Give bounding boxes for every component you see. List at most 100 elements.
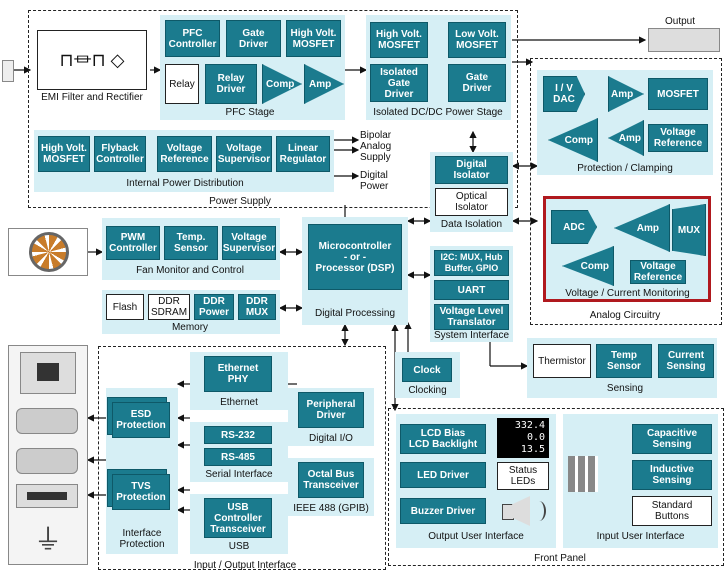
front-panel-caption: Front Panel <box>534 553 586 564</box>
usb-icon[interactable]: ⏚ <box>34 524 63 555</box>
ipd-flyback: Flyback Controller <box>94 136 146 172</box>
mcu: Microcontroller - or - Processor (DSP) <box>308 224 402 290</box>
power-supply-group <box>28 10 518 208</box>
system-interface-caption: System Interface <box>433 330 510 341</box>
iso-hv-mosfet: High Volt. MOSFET <box>370 22 428 58</box>
db9-port-2-icon[interactable] <box>16 448 78 474</box>
lcd-line-2: 0.0 <box>526 432 545 443</box>
emi-schematic-icon: ⊓⏛⊓ ◇ <box>59 49 125 70</box>
db9-port-icon[interactable] <box>16 408 78 434</box>
mem-ddr-sdram: DDR SDRAM <box>148 294 190 320</box>
iso-dcdc-caption: Isolated DC/DC Power Stage <box>373 107 503 118</box>
octal-bus-transceiver: Octal Bus Transceiver <box>298 462 364 498</box>
usb-controller: USB Controller Transceiver <box>204 498 272 538</box>
pfc-controller: PFC Controller <box>165 20 220 57</box>
lcd-display: 332.4 0.0 13.5 <box>497 418 549 458</box>
mon-vref: Voltage Reference <box>630 260 686 284</box>
tvs-protection: TVS Protection <box>112 474 170 510</box>
lcd-line-1: 332.4 <box>514 420 545 431</box>
sys-i2c: I2C: MUX, Hub Buffer, GPIO <box>434 250 509 276</box>
rs485: RS-485 <box>204 448 272 466</box>
peripheral-driver: Peripheral Driver <box>298 392 364 428</box>
ipd-linreg: Linear Regulator <box>276 136 330 172</box>
digital-io-caption: Digital I/O <box>309 433 353 444</box>
clocking-caption: Clocking <box>408 385 447 396</box>
ipd-hv-mosfet: High Volt. MOSFET <box>38 136 90 172</box>
sys-vlt: Voltage Level Translator <box>434 304 509 330</box>
output-label: Output <box>665 16 696 27</box>
fan-caption: Fan Monitor and Control <box>136 265 244 276</box>
mem-ddr-power: DDR Power <box>194 294 234 320</box>
io-group <box>98 346 386 570</box>
usb-caption: USB <box>228 541 250 552</box>
buzzer-driver: Buzzer Driver <box>400 498 486 524</box>
input-ui-caption: Input User Interface <box>596 531 685 542</box>
output-terminals-icon[interactable] <box>648 28 720 52</box>
pfc-relay-driver: Relay Driver <box>205 64 257 104</box>
digital-isolator: Digital Isolator <box>435 156 508 184</box>
output-ui-caption: Output User Interface <box>428 531 524 542</box>
ipd-vsup: Voltage Supervisor <box>216 136 272 172</box>
rs232: RS-232 <box>204 426 272 444</box>
data-isolation-caption: Data Isolation <box>440 219 503 230</box>
emi-caption: EMI Filter and Rectifier <box>41 92 143 103</box>
speaker-icon <box>502 496 548 526</box>
fan-pwm: PWM Controller <box>106 226 160 260</box>
iso-gate-driver-2: Gate Driver <box>448 64 506 102</box>
sys-uart: UART <box>434 280 509 300</box>
ethernet-phy: Ethernet PHY <box>204 356 272 392</box>
protection-caption: Protection / Clamping <box>577 163 673 174</box>
interface-protection-caption: Interface Protection <box>119 528 165 550</box>
ipd-vref: Voltage Reference <box>157 136 212 172</box>
io-caption: Input / Output Interface <box>193 560 297 571</box>
bipolar-supply-label: Bipolar Analog Supply <box>360 130 392 163</box>
pfc-caption: PFC Stage <box>225 107 275 118</box>
ethernet-caption: Ethernet <box>220 397 258 408</box>
analog-circuitry-group <box>530 58 722 325</box>
ac-plug-icon <box>2 60 14 82</box>
pfc-hv-mosfet: High Volt. MOSFET <box>286 20 341 57</box>
pfc-gate-driver: Gate Driver <box>226 20 281 57</box>
gpib-caption: IEEE 488 (GPIB) <box>293 503 369 514</box>
fan-vsup: Voltage Supervisor <box>222 226 276 260</box>
sens-current: Current Sensing <box>658 344 714 378</box>
sens-thermistor: Thermistor <box>533 344 591 378</box>
lcd-bias: LCD Bias LCD Backlight <box>400 424 486 454</box>
esd-protection: ESD Protection <box>112 402 170 438</box>
fan-icon[interactable] <box>8 228 88 276</box>
serial-caption: Serial Interface <box>205 469 273 480</box>
digital-processing-caption: Digital Processing <box>314 308 396 319</box>
prot-mosfet: MOSFET <box>648 78 708 110</box>
led-driver: LED Driver <box>400 462 486 488</box>
digital-power-label: Digital Power <box>360 170 389 192</box>
fan-temp: Temp. Sensor <box>164 226 218 260</box>
front-panel-group <box>388 408 724 566</box>
status-leds: Status LEDs <box>497 462 549 490</box>
pfc-relay: Relay <box>165 64 199 104</box>
sens-temp: Temp Sensor <box>596 344 652 378</box>
iso-lv-mosfet: Low Volt. MOSFET <box>448 22 506 58</box>
mem-flash: Flash <box>106 294 144 320</box>
clock: Clock <box>402 358 452 382</box>
mem-ddr-mux: DDR MUX <box>238 294 276 320</box>
prot-iv-dac: I / V DAC <box>543 76 585 112</box>
mon-adc: ADC <box>551 210 597 244</box>
lcd-line-3: 13.5 <box>520 444 545 455</box>
sensing-caption: Sensing <box>606 383 644 394</box>
prot-vref: Voltage Reference <box>648 124 708 152</box>
capacitive-sensing: Capacitive Sensing <box>632 424 712 454</box>
optical-isolator: Optical Isolator <box>435 188 508 216</box>
memory-caption: Memory <box>171 322 209 333</box>
inductive-sensing: Inductive Sensing <box>632 460 712 490</box>
hdmi-port-icon[interactable] <box>16 484 78 508</box>
mon-mux: MUX <box>672 204 706 256</box>
ethernet-port-icon[interactable] <box>20 352 76 394</box>
keypad-icon <box>568 456 598 492</box>
analog-circuitry-caption: Analog Circuitry <box>589 310 661 321</box>
power-supply-caption: Power Supply <box>209 196 271 207</box>
iso-gate-driver: Isolated Gate Driver <box>370 64 428 102</box>
standard-buttons: Standard Buttons <box>632 496 712 526</box>
ipd-caption: Internal Power Distribution <box>126 178 244 189</box>
monitoring-caption: Voltage / Current Monitoring <box>565 288 690 299</box>
emi-filter-schematic: ⊓⏛⊓ ◇ <box>37 30 147 90</box>
